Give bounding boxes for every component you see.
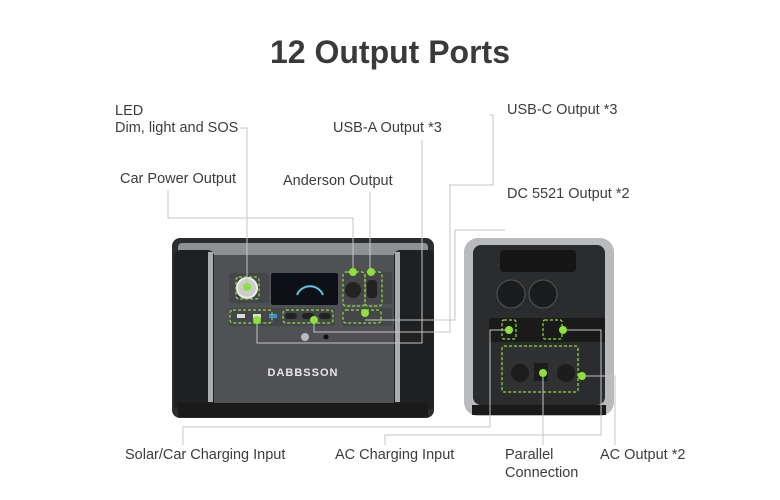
label-parallel-2: Connection	[505, 465, 579, 481]
label-dc5521: DC 5521 Output *2	[507, 186, 630, 202]
leader-lines	[167, 114, 616, 445]
label-anderson: Anderson Output	[283, 173, 393, 189]
label-led: LED	[115, 103, 144, 119]
label-car-power: Car Power Output	[120, 171, 237, 187]
label-led-desc: Dim, light and SOS	[115, 120, 239, 136]
label-ac-output: AC Output *2	[600, 447, 686, 463]
front-unit: DABBSSON	[172, 238, 434, 418]
back-unit	[464, 238, 614, 416]
label-solar-input: Solar/Car Charging Input	[125, 447, 286, 463]
port-markers	[243, 268, 586, 380]
label-usb-c: USB-C Output *3	[507, 102, 618, 118]
label-usb-a: USB-A Output *3	[333, 120, 442, 136]
page-title: 12 Output Ports	[269, 34, 510, 70]
label-ac-input: AC Charging Input	[335, 447, 455, 463]
brand-logo: DABBSSON	[268, 367, 339, 379]
label-parallel: Parallel	[505, 447, 554, 463]
